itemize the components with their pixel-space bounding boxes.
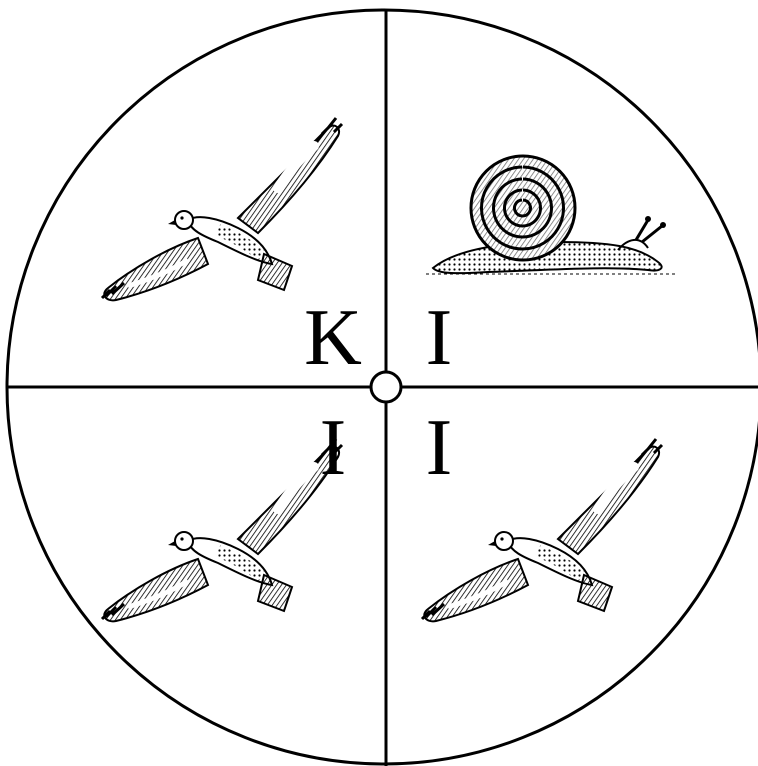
hawk-icon xyxy=(102,118,342,300)
hawk-icon xyxy=(422,439,662,621)
center-hub xyxy=(371,372,401,402)
hawk-icon xyxy=(102,439,342,621)
snail-icon xyxy=(426,156,676,274)
